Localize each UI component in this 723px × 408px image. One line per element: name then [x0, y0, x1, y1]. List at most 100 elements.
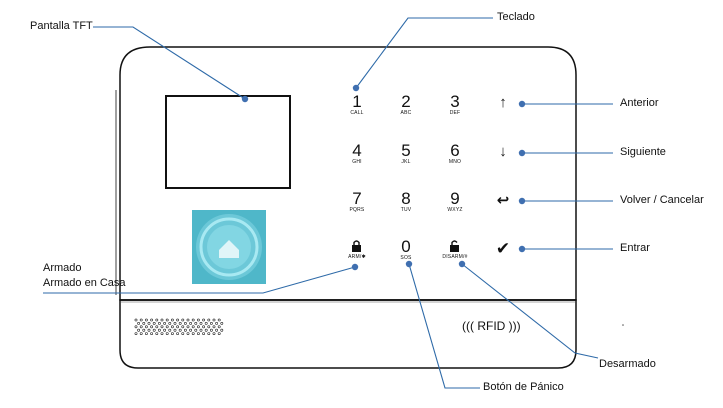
grille-hole	[196, 332, 200, 336]
grille-hole	[168, 321, 172, 325]
key-8[interactable]: 8 TUV	[386, 190, 426, 213]
device-bottom-strip	[119, 299, 577, 369]
grille-hole	[176, 325, 180, 329]
tft-screen	[165, 95, 291, 189]
grille-hole	[191, 332, 195, 336]
grille-hole	[157, 321, 161, 325]
grille-hole	[189, 321, 193, 325]
grille-hole	[137, 321, 141, 325]
grille-hole	[134, 332, 138, 336]
key-arm[interactable]: ARM/✱	[337, 238, 377, 260]
key-5[interactable]: 5 JKL	[386, 142, 426, 165]
grille-hole	[160, 332, 164, 336]
key-letters: SOS	[400, 255, 412, 261]
rfid-label: ((( RFID )))	[462, 319, 521, 333]
grille-hole	[178, 321, 182, 325]
grille-hole	[165, 318, 169, 322]
key-letters: PQRS	[349, 207, 365, 213]
leader-pantalla	[93, 26, 246, 100]
grille-hole	[168, 328, 172, 332]
label-armado-en-casa: Armado en Casa	[43, 277, 126, 289]
grille-hole	[189, 328, 193, 332]
grille-hole	[150, 325, 154, 329]
label-siguiente: Siguiente	[620, 146, 666, 158]
key-digit: 3	[450, 92, 460, 111]
grille-hole	[215, 321, 219, 325]
key-digit: 2	[401, 92, 411, 111]
key-letters: MNO	[448, 159, 462, 165]
grille-hole	[155, 325, 159, 329]
grille-hole	[165, 325, 169, 329]
grille-hole	[137, 328, 141, 332]
grille-hole	[163, 328, 167, 332]
grille-hole	[220, 321, 224, 325]
grille-hole	[202, 318, 206, 322]
grille-hole	[165, 332, 169, 336]
grille-hole	[196, 325, 200, 329]
back-arrow-icon[interactable]: ↩	[496, 192, 510, 209]
key-9[interactable]: 9 WXYZ	[435, 190, 475, 213]
grille-hole	[139, 318, 143, 322]
grille-hole	[163, 321, 167, 325]
grille-hole	[170, 325, 174, 329]
label-anterior: Anterior	[620, 97, 659, 109]
grille-hole	[170, 332, 174, 336]
key-letters: TUV	[400, 207, 412, 213]
grille-hole	[152, 321, 156, 325]
leader-panico	[408, 263, 480, 389]
unlock-icon	[450, 240, 459, 252]
lock-icon	[352, 240, 361, 252]
key-disarm[interactable]: DISARM/#	[435, 238, 475, 260]
grille-hole	[144, 332, 148, 336]
label-armado: Armado	[43, 262, 82, 274]
leader-teclado	[355, 17, 493, 89]
grille-hole	[142, 328, 146, 332]
grille-hole	[176, 332, 180, 336]
grille-hole	[181, 318, 185, 322]
grille-hole	[217, 325, 221, 329]
grille-hole	[199, 328, 203, 332]
grille-hole	[191, 318, 195, 322]
label-teclado: Teclado	[497, 11, 535, 23]
key-0[interactable]: 0 SOS	[386, 238, 426, 261]
grille-hole	[220, 328, 224, 332]
key-1[interactable]: 1 CALL	[337, 93, 377, 116]
key-7[interactable]: 7 PQRS	[337, 190, 377, 213]
leader-desarmado	[461, 263, 599, 359]
key-letters: DISARM/#	[442, 254, 468, 260]
label-entrar: Entrar	[620, 242, 650, 254]
grille-hole	[207, 332, 211, 336]
grille-hole	[139, 332, 143, 336]
grille-hole	[186, 325, 190, 329]
up-arrow-icon[interactable]: ↑	[499, 94, 507, 111]
down-arrow-icon[interactable]: ↓	[499, 143, 507, 160]
key-digit: 1	[352, 92, 362, 111]
grille-hole	[204, 321, 208, 325]
checkmark-icon[interactable]: ✔	[495, 239, 511, 258]
grille-hole	[144, 318, 148, 322]
grille-hole	[196, 318, 200, 322]
key-letters: ABC	[400, 110, 412, 116]
grille-hole	[160, 325, 164, 329]
grille-hole	[186, 332, 190, 336]
label-volver-cancelar: Volver / Cancelar	[620, 194, 704, 206]
grille-hole	[217, 318, 221, 322]
grille-hole	[207, 318, 211, 322]
label-desarmado: Desarmado	[599, 358, 656, 370]
key-3[interactable]: 3 DEF	[435, 93, 475, 116]
key-letters: ARM/✱	[348, 254, 366, 260]
grille-hole	[209, 321, 213, 325]
grille-hole	[217, 332, 221, 336]
key-6[interactable]: 6 MNO	[435, 142, 475, 165]
grille-hole	[173, 328, 177, 332]
grille-hole	[194, 321, 198, 325]
grille-hole	[139, 325, 143, 329]
key-letters: CALL	[350, 110, 364, 116]
grille-hole	[209, 328, 213, 332]
key-digit: 4	[352, 141, 362, 160]
key-2[interactable]: 2 ABC	[386, 93, 426, 116]
key-digit: 8	[401, 189, 411, 208]
key-4[interactable]: 4 GHI	[337, 142, 377, 165]
